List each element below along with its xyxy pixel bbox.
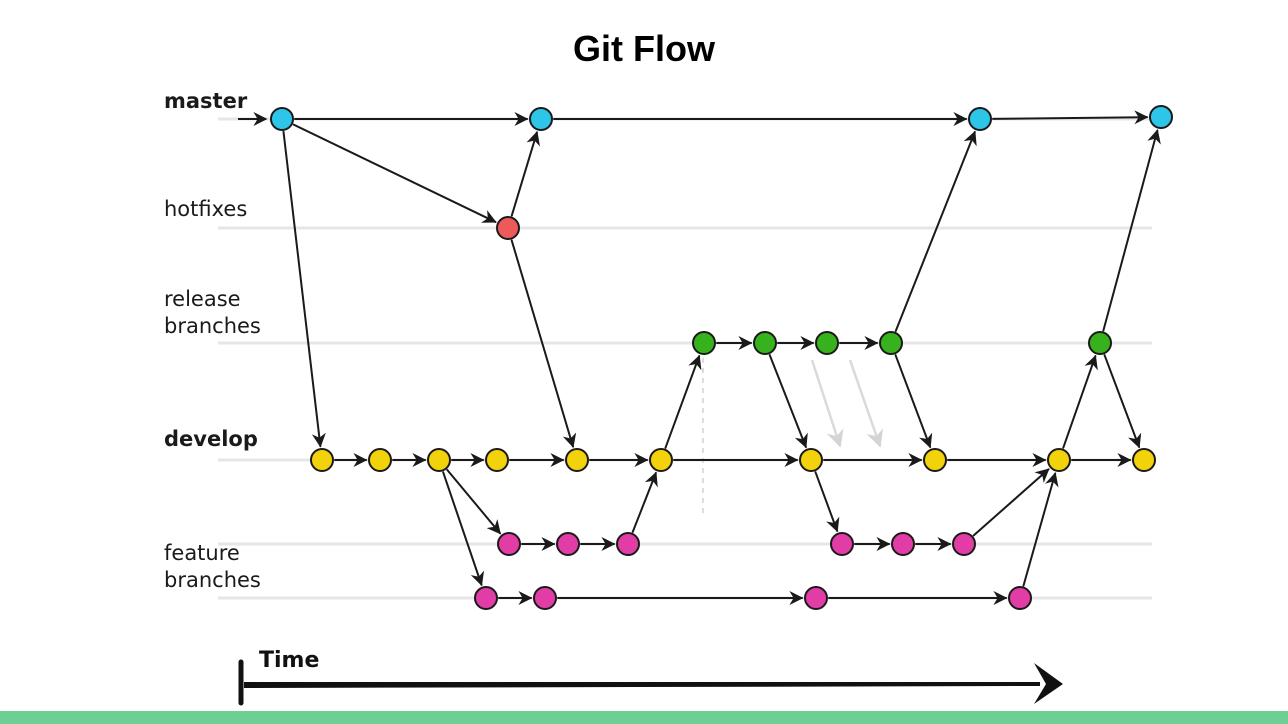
master-commit [529,107,553,131]
develop-commit [1047,448,1071,472]
commit-arrow [1102,129,1161,332]
page-title: Git Flow [573,28,715,69]
commit-arrow [768,354,808,449]
release-commit [879,331,903,355]
commit-arrow [282,130,326,448]
feature-commit [533,586,557,610]
develop-commit [565,448,589,472]
lane-label-develop: develop [164,427,258,451]
commit-arrow [510,131,540,217]
feature-commit [556,532,580,556]
commit-arrow [446,468,502,535]
develop-commit [310,448,334,472]
develop-commit [368,448,392,472]
lane-label-line: branches [164,568,261,592]
commit-arrow [1062,354,1098,449]
release-commit [692,331,716,355]
time-axis-label: Time [259,648,320,673]
commit-arrow [664,354,702,449]
time-axis-arrowhead [1034,663,1063,704]
commit-arrow [1022,472,1059,587]
footer-bar [0,711,1288,724]
release-commit [753,331,777,355]
feature-commit [804,586,828,610]
feature-commit [830,532,854,556]
master-commit [968,107,992,131]
develop-commit [485,448,509,472]
lane-label-release-branches: release branches [164,286,261,340]
commit-arrow [442,471,485,587]
commit-arrow [894,354,933,449]
develop-commit [427,448,451,472]
develop-commit [923,448,947,472]
develop-commit [649,448,673,472]
feature-commit [891,532,915,556]
commit-arrow [814,471,840,533]
commit-arrow [894,130,977,332]
release-commit [815,331,839,355]
ghost-merge-arrow [810,359,844,448]
ghost-merge-arrow [848,359,884,448]
lane-label-line: release [164,287,241,311]
develop-commit [1132,448,1156,472]
lane-label-line: branches [164,314,261,338]
master-commit [270,107,294,131]
lane-label-hotfixes: hotfixes [164,197,248,221]
feature-commit [1008,586,1032,610]
commit-arrow [631,471,658,533]
feature-commit [952,532,976,556]
commit-arrow [991,110,1149,125]
feature-commit [497,532,521,556]
commit-arrow [510,239,577,448]
commit-arrow [1103,354,1142,449]
develop-commit [799,448,823,472]
time-axis-line [244,682,1040,688]
lane-label-master: master [164,89,248,113]
feature-commit [474,586,498,610]
hotfix-commit [496,216,520,240]
feature-commit [616,532,640,556]
lane-label-feature-branches: feature branches [164,540,261,594]
release-commit [1088,331,1112,355]
lane-label-line: feature [164,541,240,565]
commit-arrow [972,468,1050,537]
master-commit [1149,105,1173,129]
commit-arrow [292,123,497,223]
